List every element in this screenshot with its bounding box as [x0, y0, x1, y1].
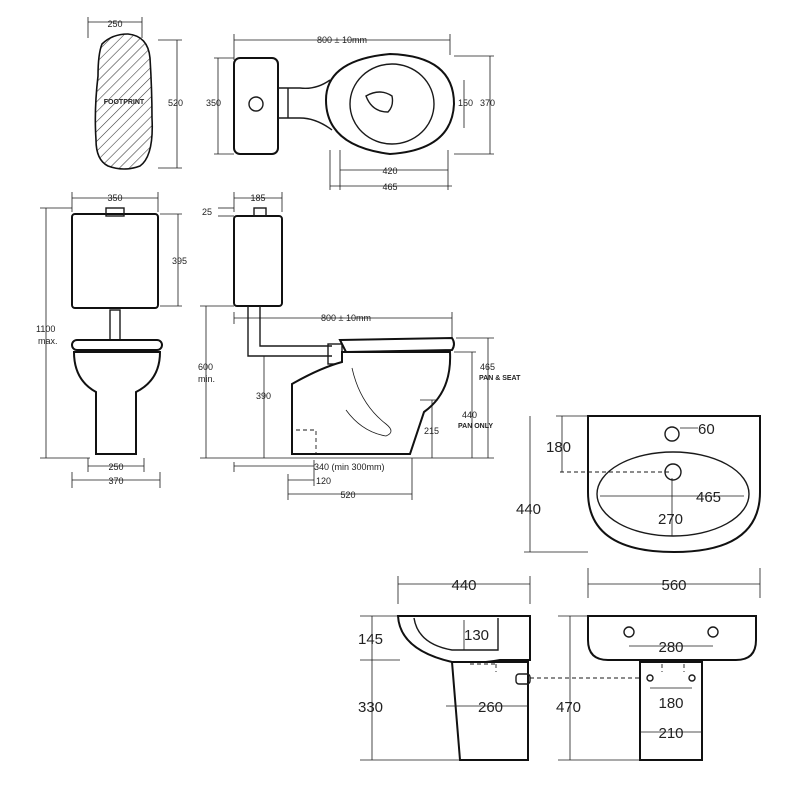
- side-pan-only-dim: 440: [462, 410, 477, 420]
- toilet-front-view: 350 395 1100 max. 250 370: [36, 192, 187, 488]
- side-set-out-dim: 340 (min 300mm): [314, 462, 385, 472]
- basin-front-overall-height-dim: 470: [556, 699, 581, 716]
- front-cistern: [71, 213, 159, 309]
- basin-plan-view: 60 180 465 270 440 560: [516, 415, 761, 598]
- front-overall-height-dim: 1100: [36, 324, 55, 334]
- side-pan-seat-note: PAN & SEAT: [479, 375, 521, 382]
- footprint-view: FOOTPRINT 250 520: [87, 17, 183, 170]
- side-min-height-dim: 600: [198, 362, 213, 372]
- basin-side-pedestal-height-dim: 330: [358, 699, 383, 716]
- footprint-label: FOOTPRINT: [104, 99, 145, 106]
- plan-overall-length-dim: 800 ± 10mm: [317, 35, 367, 45]
- toilet-plan-view: 800 ± 10mm 350 370 150 420 465: [206, 34, 495, 192]
- toilet-side-view: 185 25 800 ± 10mm 600 min. 390 465 PAN &…: [198, 192, 521, 500]
- basin-depth-dim: 440: [516, 501, 541, 518]
- footprint-depth-dim: 520: [168, 98, 183, 108]
- side-lid-dim: 25: [202, 207, 212, 217]
- footprint-shape: [94, 33, 154, 170]
- plan-bowl: [324, 52, 456, 156]
- side-outlet-height-dim: 390: [256, 391, 271, 401]
- fixing-hole-left: [623, 626, 635, 638]
- front-bowl: [72, 351, 162, 455]
- basin-side-rim-height-dim: 145: [358, 631, 383, 648]
- side-cistern: [233, 215, 283, 307]
- plan-seat-offset-dim: 150: [458, 98, 473, 108]
- side-pan-seat-dim: 465: [480, 362, 495, 372]
- footprint-width-dim: 250: [107, 19, 122, 29]
- side-pan: [291, 351, 452, 455]
- basin-tap-offset-dim: 180: [546, 439, 571, 456]
- basin-outline: [587, 415, 761, 554]
- side-pan-depth-dim: 520: [340, 490, 355, 500]
- plan-bowl-inner-dim: 420: [382, 166, 397, 176]
- basin-bowl-width-dim: 270: [658, 511, 683, 528]
- plan-bowl-outer-dim: 465: [382, 182, 397, 192]
- fixing-hole-right: [707, 626, 719, 638]
- tap-hole: [664, 426, 680, 442]
- basin-front-pedestal-width-dim: 210: [658, 725, 683, 742]
- side-min-height-note: min.: [198, 374, 215, 384]
- side-spigot-height-dim: 215: [424, 426, 439, 436]
- basin-side-pedestal: [450, 661, 529, 761]
- basin-side-bowl-depth-dim: 130: [464, 627, 489, 644]
- plan-cistern: [233, 57, 279, 155]
- plan-flush-button: [248, 96, 264, 112]
- plan-cistern-depth-dim: 350: [206, 98, 221, 108]
- front-overall-height-note: max.: [38, 336, 58, 346]
- side-cistern-depth-dim: 185: [250, 193, 265, 203]
- basin-side-depth-dim: 440: [451, 577, 476, 594]
- side-seat: [338, 336, 455, 354]
- basin-side-view: 440 130 145 330 260: [358, 576, 644, 761]
- basin-front-pedestal: [639, 661, 703, 761]
- basin-front-fixing-centres-dim: 280: [658, 639, 683, 656]
- side-overall-length-dim: 800 ± 10mm: [321, 313, 371, 323]
- basin-tap-hole-dim: 60: [698, 421, 715, 438]
- front-cistern-height-dim: 395: [172, 256, 187, 266]
- front-seat: [71, 339, 163, 351]
- basin-width-dim: 560: [661, 577, 686, 594]
- basin-side-pedestal-offset-dim: 260: [478, 699, 503, 716]
- front-cistern-width-dim: 350: [107, 193, 122, 203]
- basin-front-view: 280 180 210 470: [556, 615, 757, 761]
- basin-bowl-length-dim: 465: [696, 489, 721, 506]
- front-pan-width-dim: 250: [108, 462, 123, 472]
- side-pan-only-note: PAN ONLY: [458, 423, 493, 430]
- side-set-out-short-dim: 120: [316, 476, 331, 486]
- plan-bowl-width-dim: 370: [480, 98, 495, 108]
- basin-front-waste-centres-dim: 180: [658, 695, 683, 712]
- front-base-width-dim: 370: [108, 476, 123, 486]
- basin-bowl: [596, 451, 750, 537]
